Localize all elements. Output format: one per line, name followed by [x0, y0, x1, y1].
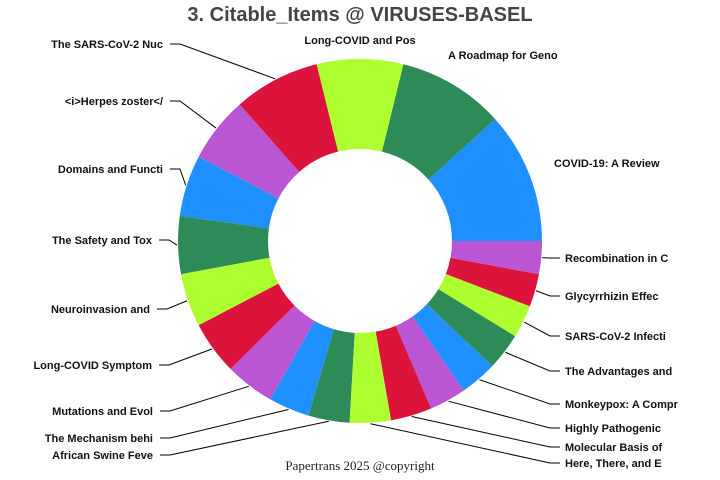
leader-lines-group: [157, 43, 560, 464]
leader-line: [411, 416, 560, 448]
slice-label: Long-COVID Symptom: [33, 360, 152, 372]
slice-11[interactable]: [270, 321, 334, 416]
slice-label: The SARS-CoV-2 Nuc: [51, 39, 163, 51]
slice-label: Glycyrrhizin Effec: [565, 291, 659, 303]
slice-4[interactable]: [239, 64, 339, 172]
slice-label: The Mechanism behi: [45, 433, 153, 445]
slice-label: Here, There, and E: [565, 458, 662, 470]
slice-label: African Swine Feve: [52, 450, 153, 462]
leader-line: [160, 408, 289, 439]
slice-18[interactable]: [438, 274, 530, 337]
leader-line: [170, 100, 217, 129]
chart-title: 3. Citable_Items @ VIRUSES-BASEL: [187, 4, 532, 26]
slice-label: <i>Herpes zoster</: [65, 96, 163, 108]
leader-line: [523, 321, 560, 337]
leader-line: [160, 420, 329, 456]
slice-label: Molecular Basis of: [565, 442, 663, 454]
slice-9[interactable]: [198, 283, 295, 369]
slice-3[interactable]: [316, 59, 404, 152]
slice-7[interactable]: [178, 216, 270, 275]
leader-line: [159, 348, 213, 366]
slice-13[interactable]: [349, 331, 392, 423]
slice-15[interactable]: [395, 316, 464, 409]
slice-20[interactable]: [450, 241, 542, 275]
slice-10[interactable]: [230, 305, 315, 400]
leader-line: [505, 351, 560, 372]
slice-2[interactable]: [381, 64, 496, 180]
slice-label: SARS-CoV-2 Infecti: [565, 331, 666, 343]
slice-label: A Roadmap for Geno: [448, 50, 558, 62]
slice-label: COVID-19: A Review: [554, 158, 660, 170]
slice-label: Domains and Functi: [58, 164, 163, 176]
slice-6[interactable]: [179, 156, 279, 229]
leader-line: [170, 43, 276, 80]
leader-line: [160, 385, 249, 412]
leader-line: [479, 379, 560, 405]
slice-12[interactable]: [308, 329, 355, 423]
slice-label: Highly Pathogenic: [565, 423, 661, 435]
leader-line: [448, 400, 560, 429]
slice-label: The Safety and Tox: [52, 235, 153, 247]
slice-16[interactable]: [412, 304, 493, 391]
slice-label: Mutations and Evol: [52, 406, 153, 418]
leader-line: [159, 239, 178, 246]
slices-group: [178, 59, 542, 423]
slice-label: Monkeypox: A Compr: [565, 399, 679, 411]
slice-14[interactable]: [375, 325, 432, 421]
slice-8[interactable]: [181, 257, 279, 326]
slice-label: Long-COVID and Pos: [304, 35, 415, 47]
slice-1[interactable]: [428, 119, 542, 241]
slice-5[interactable]: [198, 104, 300, 199]
copyright-footer: Papertrans 2025 @copyright: [285, 458, 435, 473]
slice-label: Recombination in C: [565, 253, 668, 265]
leader-line: [157, 300, 188, 310]
slice-label: The Advantages and: [565, 366, 672, 378]
slice-17[interactable]: [426, 289, 516, 366]
leader-line: [170, 168, 187, 186]
slice-19[interactable]: [445, 257, 539, 307]
slice-label: Neuroinvasion and: [51, 304, 150, 316]
leader-line: [535, 290, 560, 297]
leader-line: [370, 423, 560, 464]
